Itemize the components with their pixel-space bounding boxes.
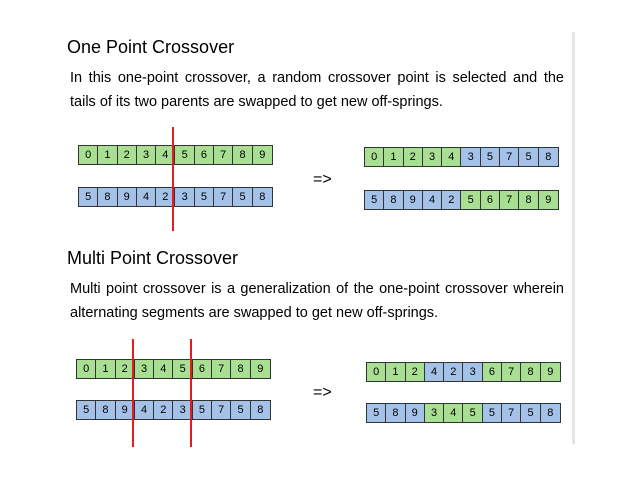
multi-point-description: Multi point crossover is a generalizatio… [70, 281, 564, 321]
gene-cell: 8 [252, 188, 272, 206]
gene-cell: 6 [194, 146, 215, 164]
gene-cell: 9 [250, 360, 270, 378]
gene-cell: 7 [500, 148, 520, 166]
gene-cell: 9 [252, 146, 272, 164]
gene-cell: 5 [521, 404, 541, 422]
gene-cell: 8 [231, 360, 251, 378]
gene-cell: 5 [519, 148, 539, 166]
gene-cell: 5 [77, 401, 97, 419]
gene-cell: 1 [384, 148, 404, 166]
gene-cell: 5 [461, 191, 481, 209]
one-point-cut-line [172, 127, 174, 231]
gene-cell: 8 [519, 191, 539, 209]
gene-cell: 8 [233, 146, 253, 164]
gene-cell: 3 [173, 401, 193, 419]
gene-cell: 2 [403, 148, 423, 166]
gene-cell: 2 [444, 363, 464, 381]
gene-cell: 0 [77, 360, 97, 378]
gene-cell: 5 [367, 404, 387, 422]
gene-cell: 6 [192, 360, 213, 378]
gene-cell: 5 [463, 404, 483, 422]
gene-cell: 5 [192, 401, 213, 419]
gene-cell: 5 [480, 148, 501, 166]
gene-cell: 4 [156, 146, 176, 164]
gene-cell: 3 [175, 188, 195, 206]
one-point-description: In this one-point crossover, a random cr… [70, 70, 564, 110]
gene-cell: 0 [367, 363, 387, 381]
gene-cell: 4 [134, 401, 155, 419]
gene-cell: 8 [540, 404, 560, 422]
gene-cell: 0 [365, 148, 385, 166]
gene-cell: 3 [424, 404, 445, 422]
page-edge [572, 32, 575, 444]
gene-cell: 4 [444, 404, 464, 422]
gene-cell: 4 [136, 188, 157, 206]
gene-cell: 1 [96, 360, 116, 378]
gene-cell: 2 [405, 363, 425, 381]
gene-cell: 0 [79, 146, 99, 164]
gene-cell: 4 [442, 148, 462, 166]
gene-cell: 7 [214, 146, 234, 164]
gene-cell: 3 [461, 148, 481, 166]
gene-cell: 6 [482, 363, 503, 381]
gene-cell: 5 [231, 401, 251, 419]
gene-cell: 7 [502, 363, 522, 381]
gene-cell: 8 [250, 401, 270, 419]
gene-cell: 4 [154, 360, 174, 378]
gene-cell: 7 [500, 191, 520, 209]
gene-cell: 3 [463, 363, 483, 381]
gene-cell: 9 [403, 191, 423, 209]
gene-cell: 7 [502, 404, 522, 422]
gene-cell: 9 [117, 188, 137, 206]
gene-cell: 5 [173, 360, 193, 378]
gene-cell: 5 [175, 146, 195, 164]
multi-point-title: Multi Point Crossover [67, 248, 239, 268]
gene-cell: 7 [214, 188, 234, 206]
gene-cell: 8 [538, 148, 558, 166]
gene-cell: 1 [386, 363, 406, 381]
one-point-title: One Point Crossover [67, 37, 235, 57]
gene-cell: 2 [154, 401, 174, 419]
gene-cell: 8 [384, 191, 404, 209]
gene-cell: 5 [233, 188, 253, 206]
gene-cell: 8 [98, 188, 118, 206]
gene-cell: 9 [540, 363, 560, 381]
gene-cell: 8 [96, 401, 116, 419]
one-point-arrow: => [313, 171, 332, 188]
gene-cell: 3 [134, 360, 155, 378]
gene-cell: 8 [386, 404, 406, 422]
gene-cell: 2 [156, 188, 176, 206]
multi-point-arrow: => [313, 384, 332, 401]
gene-cell: 5 [482, 404, 503, 422]
gene-cell: 3 [136, 146, 157, 164]
gene-cell: 9 [115, 401, 135, 419]
gene-cell: 7 [212, 401, 232, 419]
gene-cell: 5 [365, 191, 385, 209]
gene-cell: 2 [115, 360, 135, 378]
gene-cell: 7 [212, 360, 232, 378]
gene-cell: 8 [521, 363, 541, 381]
gene-cell: 3 [422, 148, 443, 166]
gene-cell: 5 [79, 188, 99, 206]
gene-cell: 1 [98, 146, 118, 164]
gene-cell: 4 [422, 191, 443, 209]
gene-cell: 6 [480, 191, 501, 209]
gene-cell: 5 [194, 188, 215, 206]
gene-cell: 9 [538, 191, 558, 209]
gene-cell: 2 [117, 146, 137, 164]
multi-point-cut-line-2 [190, 339, 192, 447]
gene-cell: 2 [442, 191, 462, 209]
gene-cell: 9 [405, 404, 425, 422]
multi-point-cut-line-1 [132, 339, 134, 447]
gene-cell: 4 [424, 363, 445, 381]
